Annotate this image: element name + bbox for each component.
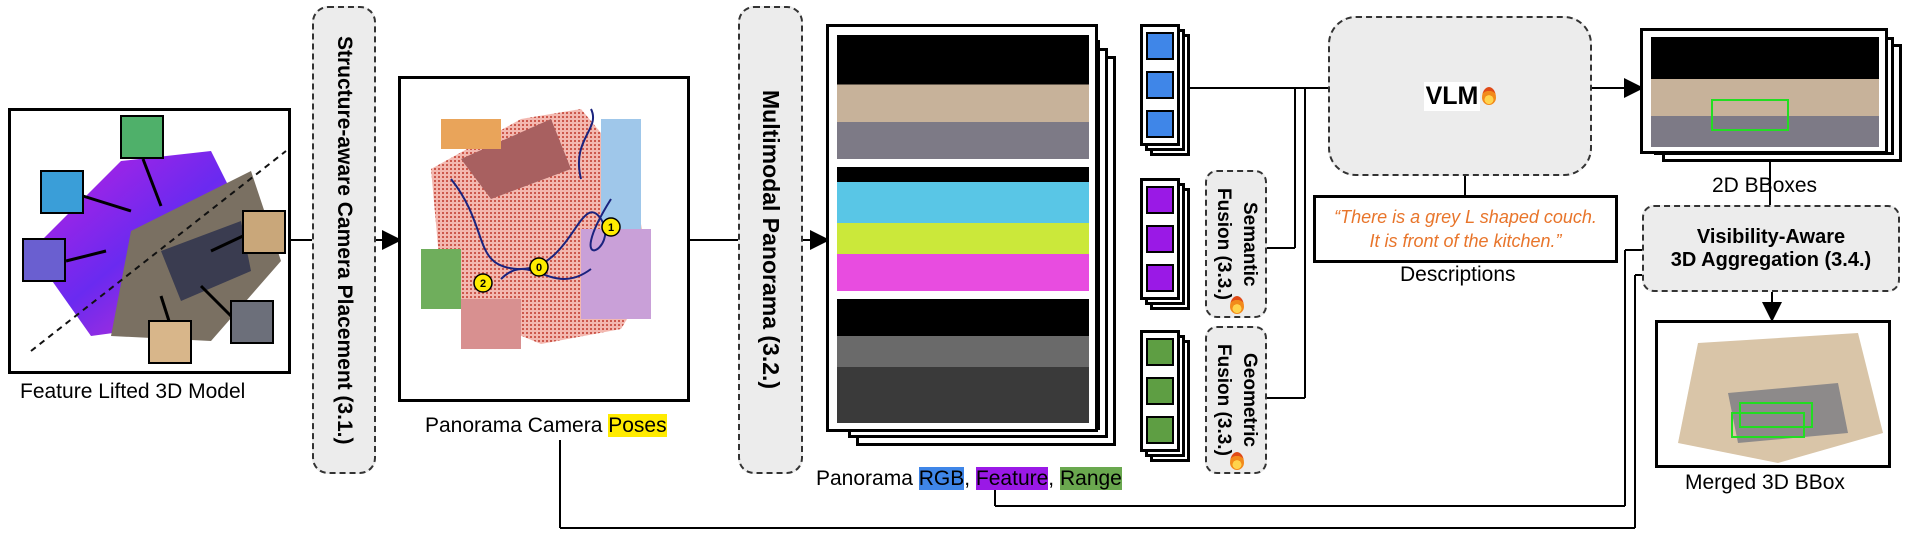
panorama-stack — [826, 24, 1098, 432]
vlm-block: VLM — [1328, 16, 1592, 176]
poses-caption-prefix: Panorama Camera — [425, 414, 609, 437]
panorama-rgb-image — [837, 35, 1089, 159]
semantic-fire-icon — [1230, 296, 1244, 314]
pose-map-illustration: 0 1 2 — [421, 108, 651, 349]
model-caption: Feature Lifted 3D Model — [20, 380, 246, 403]
range-token-stack — [1140, 330, 1190, 462]
rgb-token-stack — [1140, 24, 1190, 156]
semantic-fusion-step: Semantic Fusion (3.3.) — [1205, 170, 1267, 318]
pose-marker-2: 2 — [480, 278, 486, 290]
vlm-fire-icon — [1482, 87, 1497, 105]
semantic-fusion-label: Semantic Fusion (3.3.) — [1213, 188, 1260, 300]
camera-placement-step: Structure-aware Camera Placement (3.1.) — [312, 6, 376, 474]
panorama-caption-prefix: Panorama — [816, 467, 919, 490]
aggregation-step: Visibility-Aware 3D Aggregation (3.4.) — [1642, 205, 1900, 292]
poses-caption: Panorama Camera Poses — [425, 414, 667, 438]
geometric-fusion-label: Geometric Fusion (3.3.) — [1213, 344, 1260, 456]
pose-marker-0: 0 — [536, 262, 542, 274]
description-quote: “There is a grey L shaped couch. It is f… — [1334, 207, 1597, 251]
merged-3d-bbox-image — [1655, 320, 1891, 468]
camera-poses-image: 0 1 2 — [398, 76, 690, 402]
bbox2d-rectangle — [1711, 99, 1789, 131]
bboxes2d-caption: 2D BBoxes — [1712, 174, 1818, 197]
camera-placement-label: Structure-aware Camera Placement (3.1.) — [333, 35, 356, 445]
descriptions-caption: Descriptions — [1400, 263, 1516, 286]
feature-token-stack — [1140, 178, 1190, 310]
feature-3d-model-image — [8, 108, 291, 374]
panorama-range-image — [837, 299, 1089, 423]
bbox2d-stack — [1640, 28, 1888, 154]
aggregation-label-line1: Visibility-Aware — [1696, 225, 1846, 248]
aggregation-label-line2: 3D Aggregation (3.4.) — [1670, 248, 1872, 271]
panorama-caption: Panorama RGB, Feature, Range — [816, 467, 1122, 490]
multimodal-panorama-label: Multimodal Panorama (3.2.) — [758, 90, 784, 390]
merged-caption: Merged 3D BBox — [1685, 471, 1845, 494]
panorama-caption-feature: Feature — [975, 467, 1049, 490]
geometric-fire-icon — [1230, 452, 1244, 470]
poses-caption-highlight: Poses — [608, 414, 667, 437]
pose-marker-1: 1 — [608, 222, 614, 234]
bbox2d-image — [1651, 37, 1879, 147]
panorama-caption-rgb: RGB — [918, 467, 965, 490]
panorama-feature-image — [837, 167, 1089, 291]
merged-room-illustration — [1678, 333, 1883, 463]
panorama-caption-range: Range — [1059, 467, 1122, 490]
vlm-label: VLM — [1423, 81, 1481, 111]
geometric-fusion-step: Geometric Fusion (3.3.) — [1205, 326, 1267, 474]
multimodal-panorama-step: Multimodal Panorama (3.2.) — [738, 6, 803, 474]
3d-model-illustration — [22, 115, 287, 364]
description-box: “There is a grey L shaped couch. It is f… — [1313, 195, 1618, 263]
